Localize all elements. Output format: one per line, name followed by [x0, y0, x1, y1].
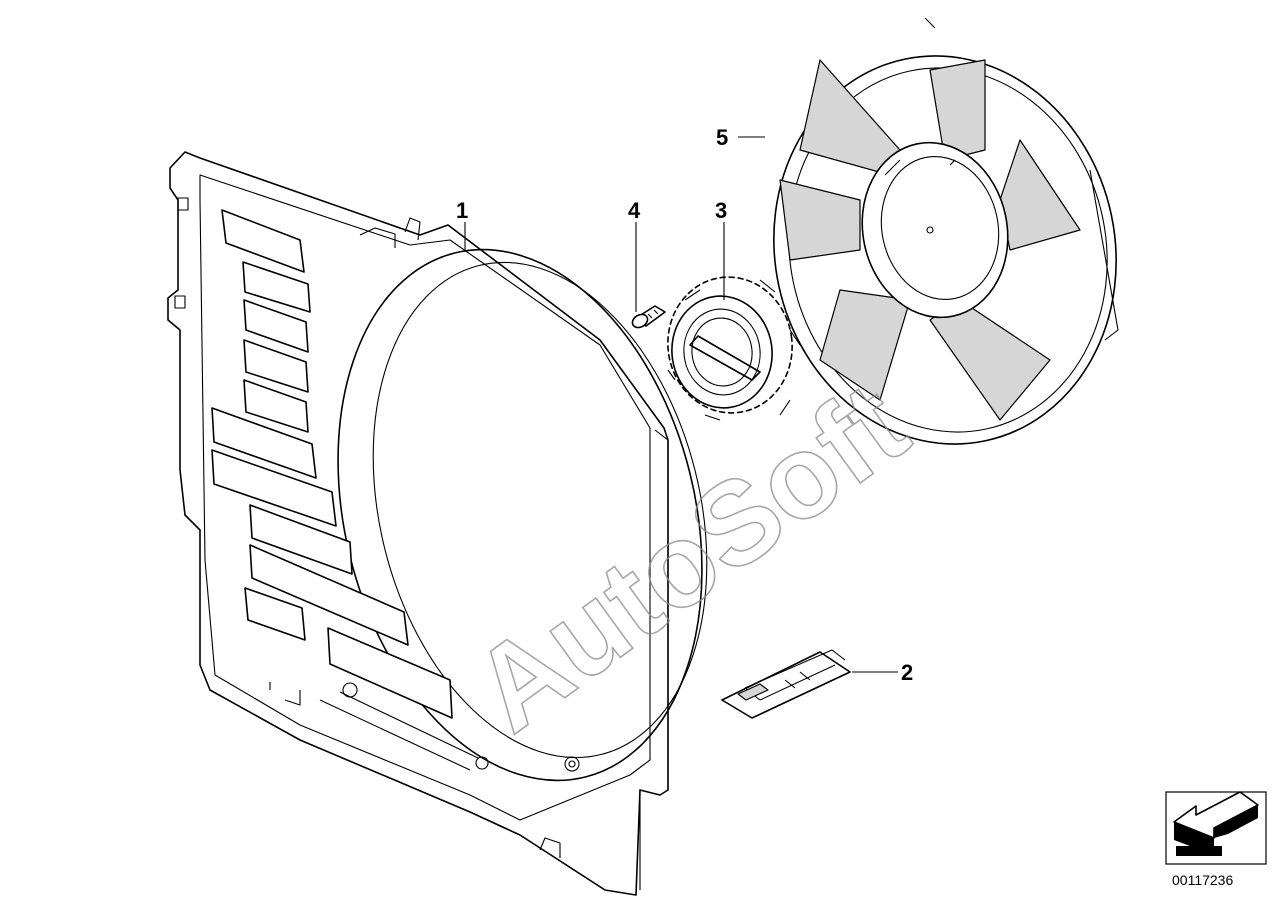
catalog-number: 00117236 [1172, 872, 1233, 888]
callout-2: 2 [901, 660, 913, 685]
callout-4: 4 [628, 198, 641, 223]
shroud-louvres [211, 209, 453, 719]
callout-1: 1 [456, 198, 468, 223]
part-3-fan-coupling[interactable] [659, 269, 801, 421]
part-2-clip[interactable] [721, 649, 851, 719]
part-4-bolt[interactable] [630, 305, 666, 330]
fan-blades [779, 59, 1081, 421]
part-5-fan[interactable] [738, 17, 1152, 476]
callout-5: 5 [716, 125, 728, 150]
callout-3: 3 [715, 198, 727, 223]
direction-arrow-icon[interactable] [1165, 791, 1267, 865]
callout-leaders [464, 136, 898, 673]
part-1-fan-shroud[interactable] [167, 151, 756, 896]
